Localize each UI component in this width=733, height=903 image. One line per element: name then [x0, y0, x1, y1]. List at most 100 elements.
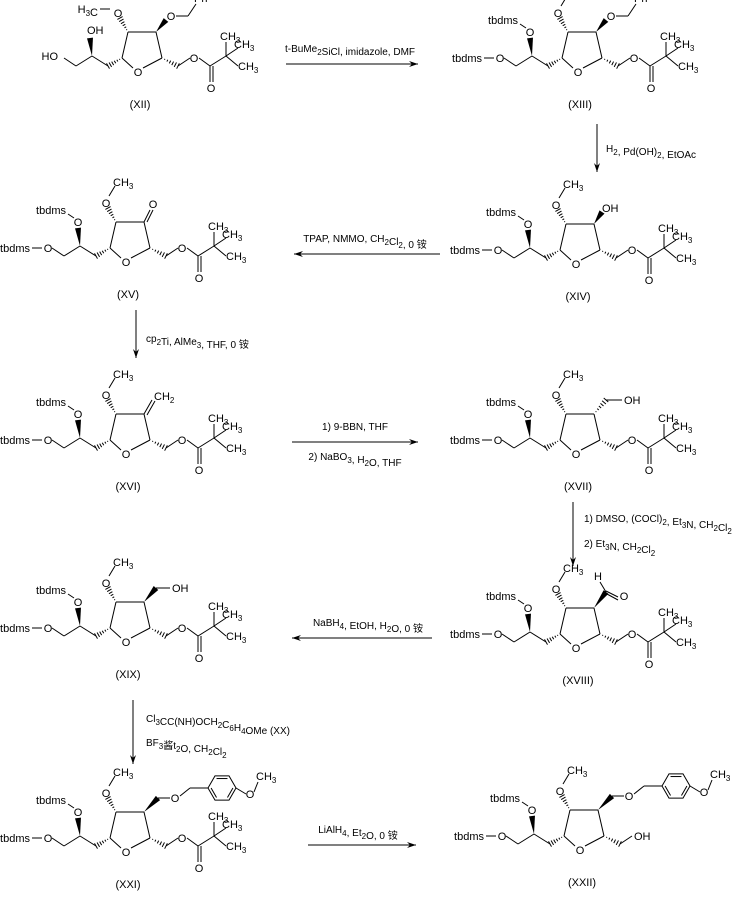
- ring-bond: [563, 835, 576, 847]
- ring-bond: [109, 601, 117, 629]
- text-run: O, THF: [369, 458, 402, 469]
- hash-line: [96, 632, 101, 638]
- ring-bond: [597, 809, 605, 837]
- hash-line: [154, 249, 157, 252]
- ring-oxygen: O: [572, 259, 581, 271]
- text-run: tbdms: [0, 833, 30, 845]
- text-run: tbdms: [452, 53, 482, 65]
- subscript: 3: [250, 44, 255, 53]
- hash-line: [553, 60, 557, 64]
- bond: [253, 781, 259, 793]
- text-run: CH: [672, 615, 688, 627]
- hash-bond: [163, 58, 180, 69]
- hash-line: [99, 841, 103, 846]
- ring-oxygen: O: [576, 845, 585, 857]
- hash-line: [608, 837, 611, 840]
- silyl-ether-oxygen: O: [44, 833, 53, 845]
- text-run: O, CH: [180, 744, 208, 755]
- subscript: 3: [347, 456, 352, 465]
- text-run: Cl: [641, 545, 650, 556]
- bond: [197, 625, 215, 637]
- hash-line: [99, 443, 103, 448]
- ring-bond: [130, 627, 151, 639]
- subscript: 3: [86, 9, 91, 18]
- hash-line: [166, 59, 169, 62]
- bond: [213, 827, 227, 837]
- reaction-conditions: TPAP, NMMO, CH2Cl2, 0 铵: [303, 234, 427, 251]
- subscript: 2: [317, 48, 322, 57]
- bond: [209, 55, 227, 67]
- wedge-bond: [75, 817, 81, 836]
- hash-line: [104, 839, 107, 842]
- reaction-conditions: LiAlH4, Et2O, 0 铵: [318, 825, 398, 842]
- tbdms-label: tbdms: [36, 397, 66, 409]
- text-run: CH: [226, 841, 242, 853]
- subscript: 3: [129, 562, 134, 571]
- text-run: tbdms: [36, 585, 66, 597]
- hash-line: [613, 839, 617, 844]
- bond: [108, 185, 116, 197]
- text-run: CH: [226, 631, 242, 643]
- text-run: O: [528, 805, 537, 817]
- ring-bond: [580, 249, 601, 261]
- tbdms-label: tbdms: [36, 585, 66, 597]
- bond: [63, 835, 81, 847]
- hash-line: [546, 254, 551, 260]
- text-run: O: [574, 67, 583, 79]
- bond: [177, 57, 191, 67]
- text-run: C: [90, 7, 98, 19]
- text-run: O: [645, 659, 654, 671]
- bond: [63, 57, 77, 67]
- bond: [519, 23, 527, 29]
- subscript: 3: [155, 718, 160, 727]
- hash-line: [608, 60, 612, 64]
- hash-line: [156, 630, 160, 634]
- text-run: O: [122, 449, 131, 461]
- bond: [197, 835, 215, 847]
- hash-bond: [151, 628, 168, 639]
- methyl-label: CH3: [238, 61, 259, 75]
- ring-bond: [121, 31, 129, 59]
- ring-bond: [130, 439, 151, 451]
- ring-bond: [143, 413, 151, 441]
- text-run: CH: [658, 413, 674, 425]
- reaction-arrow-XVIII-to-XIX: NaBH4, EtOH, H2O, 0 铵: [292, 618, 432, 641]
- text-run: tbdms: [450, 435, 480, 447]
- tbdms-label: tbdms: [450, 435, 480, 447]
- bond: [636, 633, 649, 643]
- methyl-label: CH3: [208, 601, 229, 615]
- text-run: O: [102, 788, 111, 800]
- text-run: , Et: [667, 517, 682, 528]
- hash-line: [159, 631, 163, 636]
- hash-bond: [94, 838, 109, 849]
- text-run: tbdms: [36, 795, 66, 807]
- bond: [225, 55, 239, 67]
- bond: [146, 400, 156, 416]
- compound-label: (XVI): [115, 481, 140, 493]
- bond: [649, 55, 667, 67]
- subscript: 2: [637, 546, 642, 555]
- text-run: t-BuMe: [285, 44, 318, 55]
- tbdms-label: tbdms: [454, 831, 484, 843]
- methyl-label: CH3: [676, 253, 697, 267]
- ring-oxygen: O: [572, 449, 581, 461]
- reaction-arrow-XXI-to-XXII: LiAlH4, Et2O, 0 铵: [308, 825, 416, 848]
- bond: [513, 247, 531, 259]
- text-run: N, CH: [610, 542, 637, 553]
- hash-line: [551, 442, 555, 446]
- hash-line: [101, 442, 105, 446]
- bond: [143, 209, 151, 223]
- hash-line: [555, 398, 561, 402]
- text-run: tbdms: [450, 245, 480, 257]
- tbdms-label: tbdms: [450, 629, 480, 641]
- text-run: CH: [676, 253, 692, 265]
- text-run: O: [498, 831, 507, 843]
- silyl-ether-oxygen: O: [528, 805, 537, 817]
- methyl-label: CH3: [658, 223, 679, 237]
- bond: [179, 787, 191, 797]
- subscript: 3: [159, 742, 164, 751]
- hash-line: [118, 18, 124, 23]
- ring-bond: [580, 633, 601, 645]
